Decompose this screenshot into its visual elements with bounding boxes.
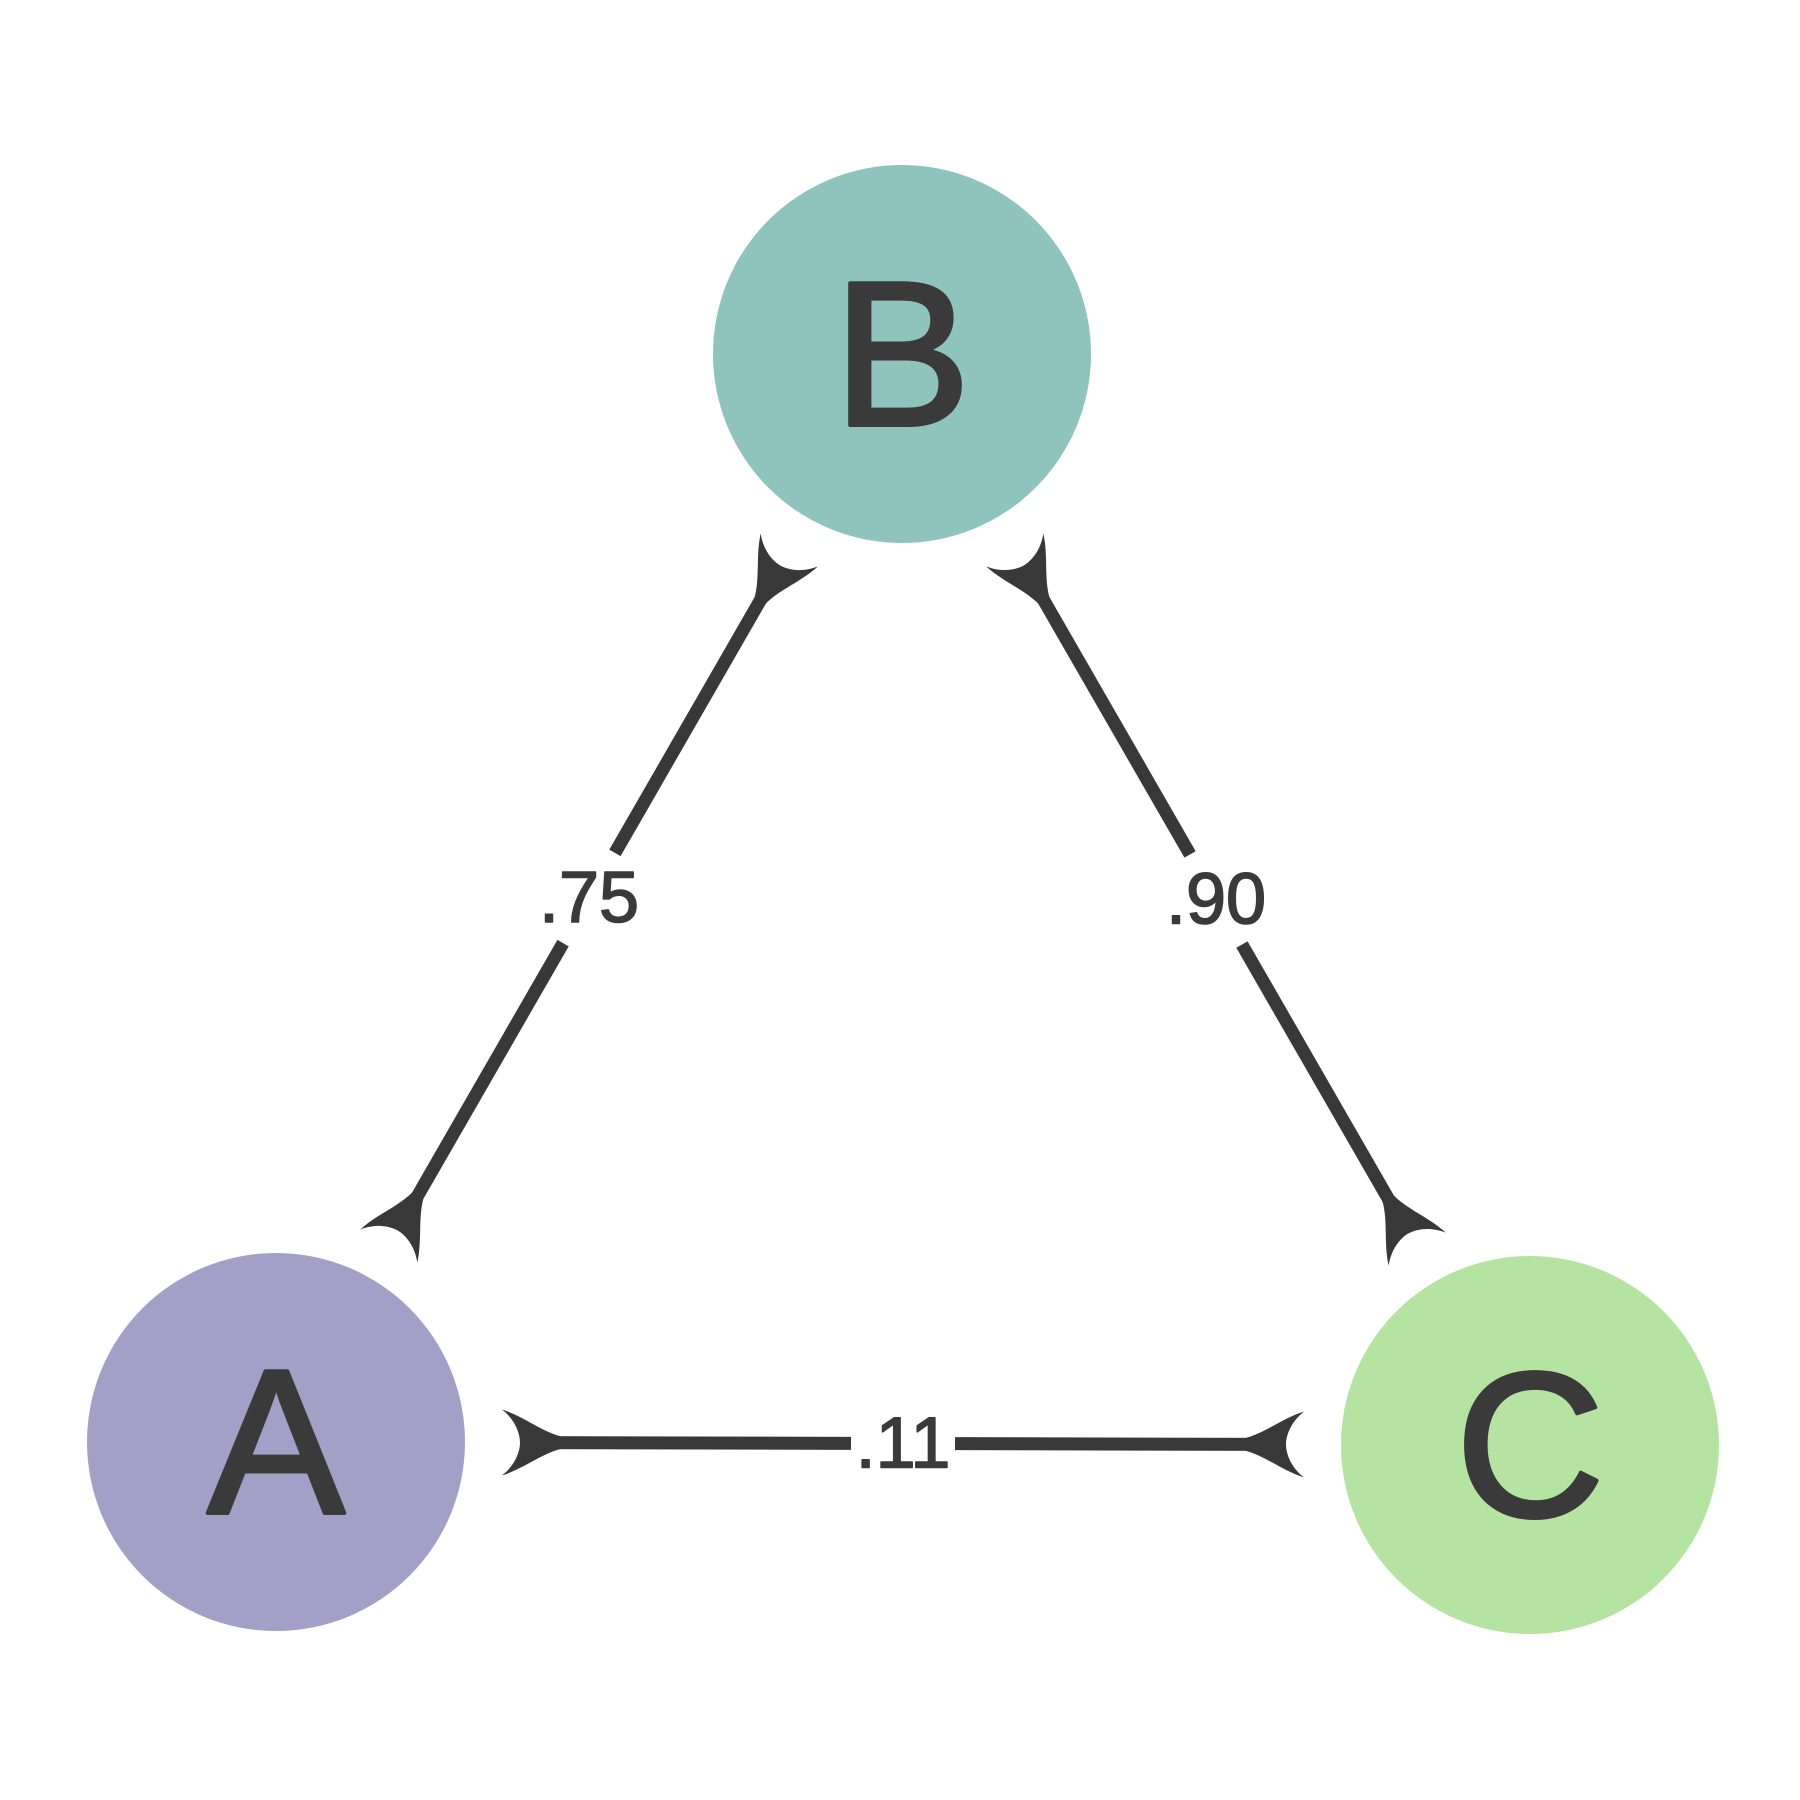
edge-A-B: .75 (360, 533, 818, 1263)
edge-A-C: .11 (501, 1403, 1305, 1484)
node-circle-A (87, 1253, 465, 1631)
node-label-C: C (1456, 1330, 1605, 1560)
node-label-B: B (833, 239, 970, 469)
edge-label-A-C: .11 (856, 1404, 951, 1484)
node-circle-C (1341, 1256, 1719, 1634)
edge-line-segment (403, 939, 569, 1215)
arrowhead-icon-toward-B (986, 533, 1050, 604)
arrowhead-icon-toward-A (501, 1409, 561, 1476)
node-A: A (87, 1253, 465, 1631)
edge-label-A-B: .75 (539, 858, 639, 938)
edge-line-segment (954, 1437, 1265, 1451)
arrowhead-icon-toward-C (1245, 1411, 1305, 1478)
edge-line-segment (609, 581, 775, 857)
node-circle-B (713, 165, 1091, 543)
arrowhead-icon-toward-A (360, 1192, 424, 1263)
node-label-A: A (207, 1327, 344, 1557)
edge-line-segment (1029, 581, 1196, 858)
node-B: B (713, 165, 1091, 543)
edge-label-B-C: .90 (1166, 860, 1266, 940)
arrowhead-icon-toward-C (1382, 1195, 1446, 1266)
node-C: C (1341, 1256, 1719, 1634)
edge-B-C: .90 (986, 533, 1446, 1266)
edge-line-segment (541, 1436, 852, 1450)
edge-line-segment (1236, 941, 1403, 1218)
arrowhead-icon-toward-B (754, 533, 818, 604)
